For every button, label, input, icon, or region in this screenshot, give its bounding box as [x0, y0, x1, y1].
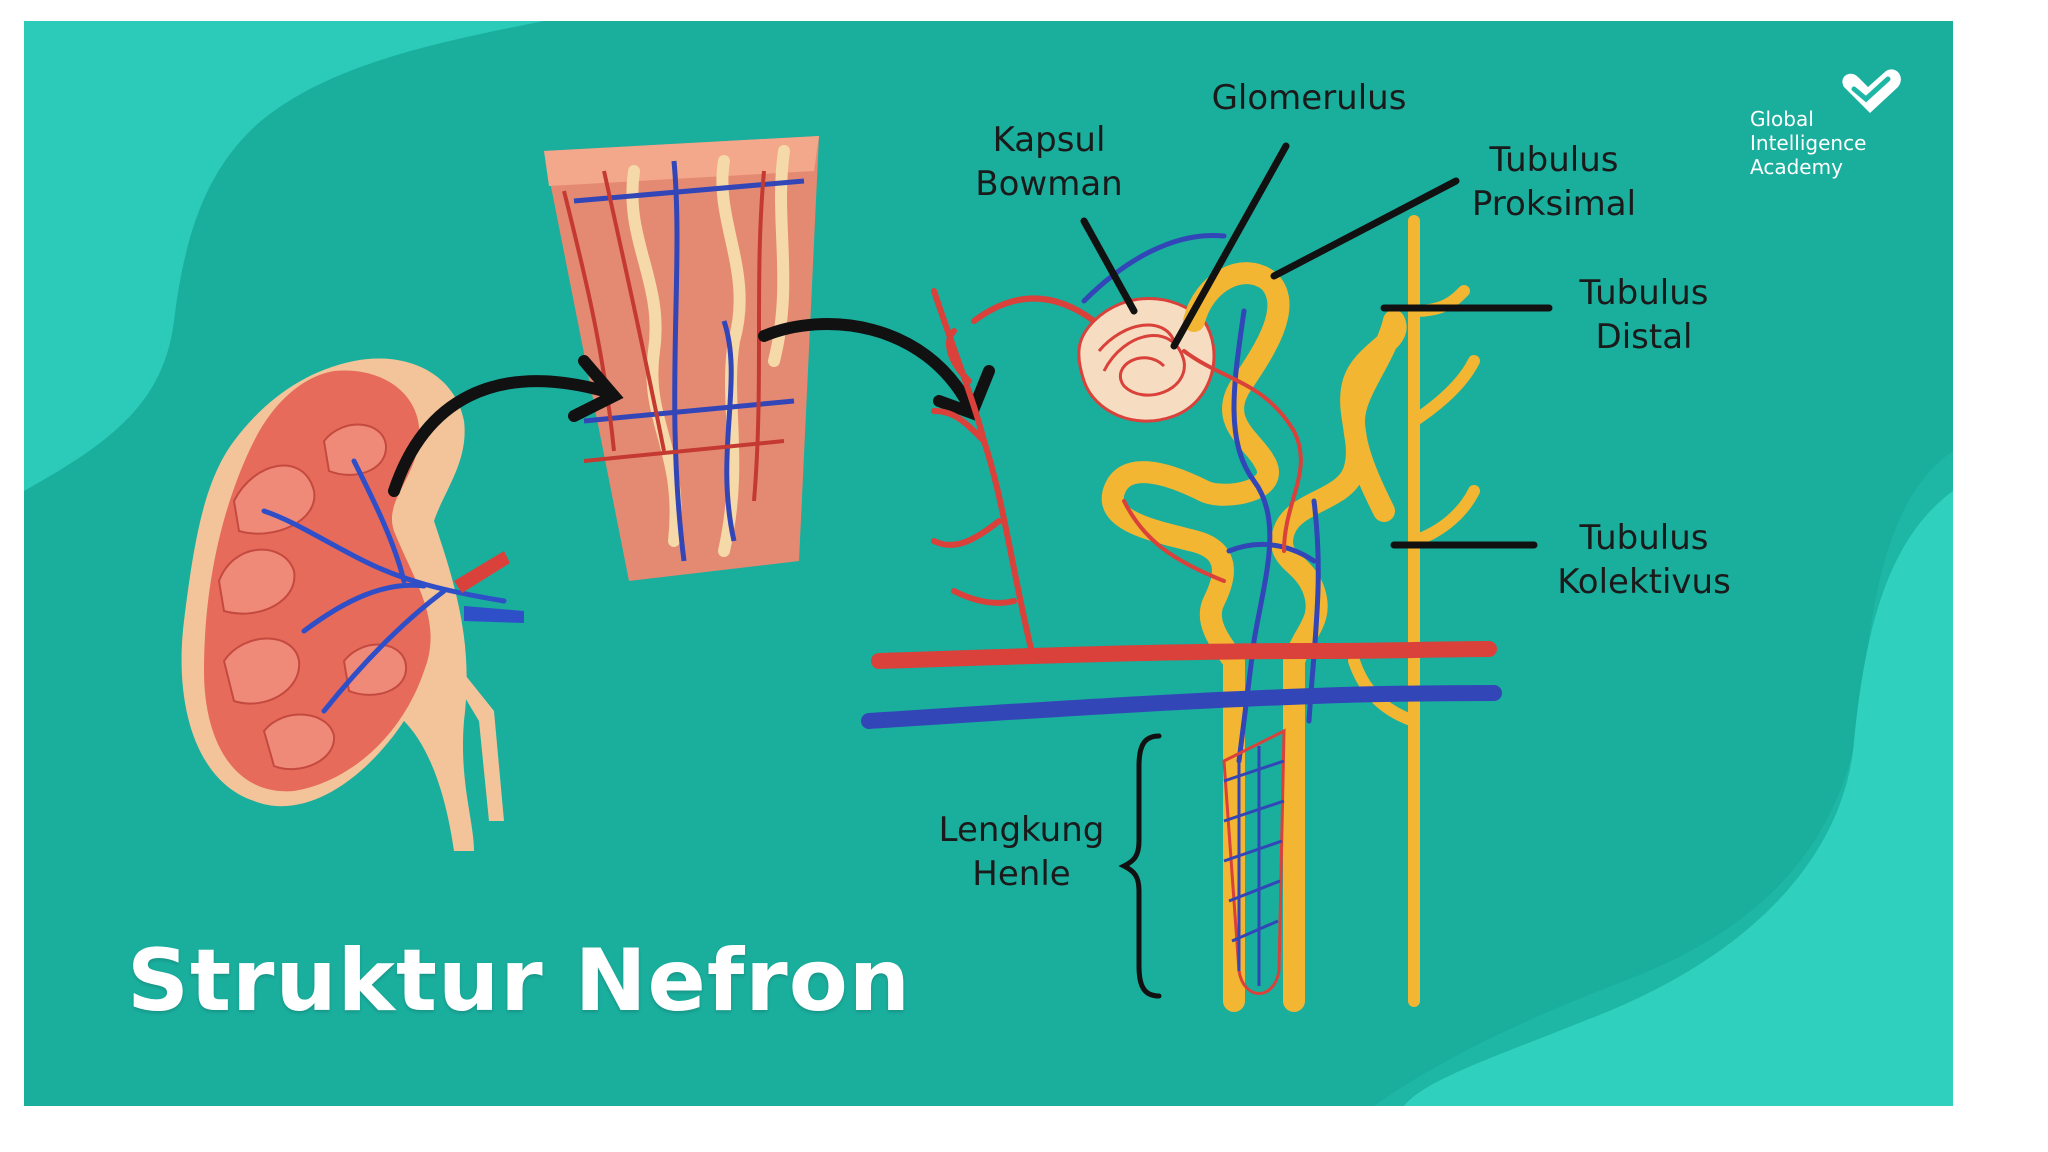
kidney-illustration: [181, 358, 524, 851]
label-kapsul-bowman: Kapsul Bowman: [975, 120, 1123, 204]
arrow-tissue-to-nephron: [758, 318, 995, 421]
label-tubulus-proksimal: Tubulus Proksimal: [1471, 140, 1637, 224]
leader-lines: [1080, 142, 1553, 549]
background-shapes: [24, 21, 1953, 1106]
lengkung-henle-brace: [1118, 733, 1162, 999]
nephron-illustration: [181, 136, 1553, 1012]
nephron-diagram: [861, 215, 1502, 1012]
label-lengkung-henle: Lengkung Henle: [938, 810, 1105, 894]
arrow-kidney-to-tissue: [388, 355, 624, 497]
brand-name: Global Intelligence Academy: [1750, 107, 1867, 179]
page-title: Struktur Nefron: [127, 931, 912, 1031]
label-glomerulus: Glomerulus: [1211, 78, 1407, 118]
brand-logo: Global Intelligence Academy: [1750, 69, 1950, 199]
label-tubulus-kolektivus: Tubulus Kolektivus: [1557, 518, 1731, 602]
slide: Glomerulus Kapsul Bowman Tubulus Proksim…: [24, 21, 1953, 1106]
label-tubulus-distal: Tubulus Distal: [1579, 273, 1709, 357]
heart-check-icon: [1842, 69, 1901, 113]
